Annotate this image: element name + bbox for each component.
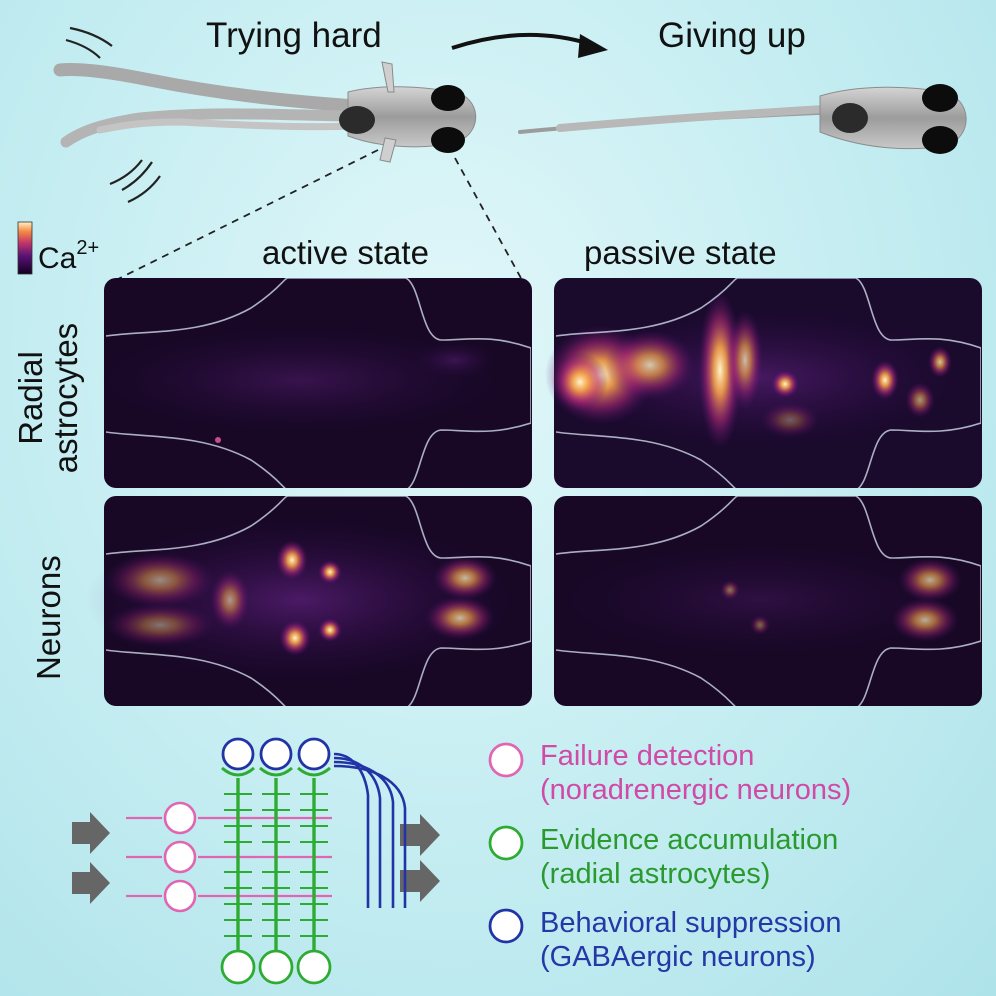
output-arrows [400, 814, 440, 902]
label-active-state: active state [262, 234, 429, 271]
row-label-neurons: Neurons [30, 555, 67, 680]
legend-item-failure-detection: Failure detection (noradrenergic neurons… [540, 740, 851, 808]
legend-detail: (noradrenergic neurons) [540, 773, 852, 806]
legend-circle-green [488, 825, 524, 861]
row-label-astrocytes-line2: astrocytes [46, 322, 84, 474]
calcium-colorbar [17, 221, 33, 275]
zoom-lines [111, 149, 523, 283]
input-arrows [72, 812, 110, 904]
panel-astrocytes-active [100, 278, 532, 488]
legend-detail: (radial astrocytes) [540, 857, 771, 890]
zebrafish-struggling [53, 61, 477, 163]
panel-neurons-active [85, 496, 532, 706]
zebrafish-still [518, 84, 967, 154]
calcium-label: Ca2+ [38, 238, 99, 274]
legend-name: Failure detection [540, 740, 755, 772]
transition-arrow [451, 32, 608, 58]
legend-name: Behavioral suppression [540, 907, 842, 939]
row-label-astrocytes-line1: Radial [12, 351, 49, 445]
swim-motion-arcs [65, 26, 161, 204]
legend-item-evidence-accumulation: Evidence accumulation (radial astrocytes… [540, 824, 838, 892]
calcium-label-superscript: 2+ [76, 237, 100, 259]
label-passive-state: passive state [584, 234, 777, 271]
legend-circle-blue [488, 908, 524, 944]
panel-neurons-passive [554, 496, 982, 706]
panel-astrocytes-passive [545, 278, 982, 488]
calcium-label-base: Ca [38, 242, 77, 275]
title-trying-hard: Trying hard [206, 16, 382, 55]
circuit-diagram [72, 737, 440, 985]
legend-detail: (GABAergic neurons) [540, 940, 816, 973]
legend-icons [488, 742, 524, 944]
legend-item-behavioral-suppression: Behavioral suppression (GABAergic neuron… [540, 907, 841, 975]
title-giving-up: Giving up [658, 16, 806, 55]
legend-circle-pink [488, 742, 524, 778]
legend-name: Evidence accumulation [540, 824, 839, 856]
row-label-astrocytes: Radial astrocytes [12, 308, 86, 488]
